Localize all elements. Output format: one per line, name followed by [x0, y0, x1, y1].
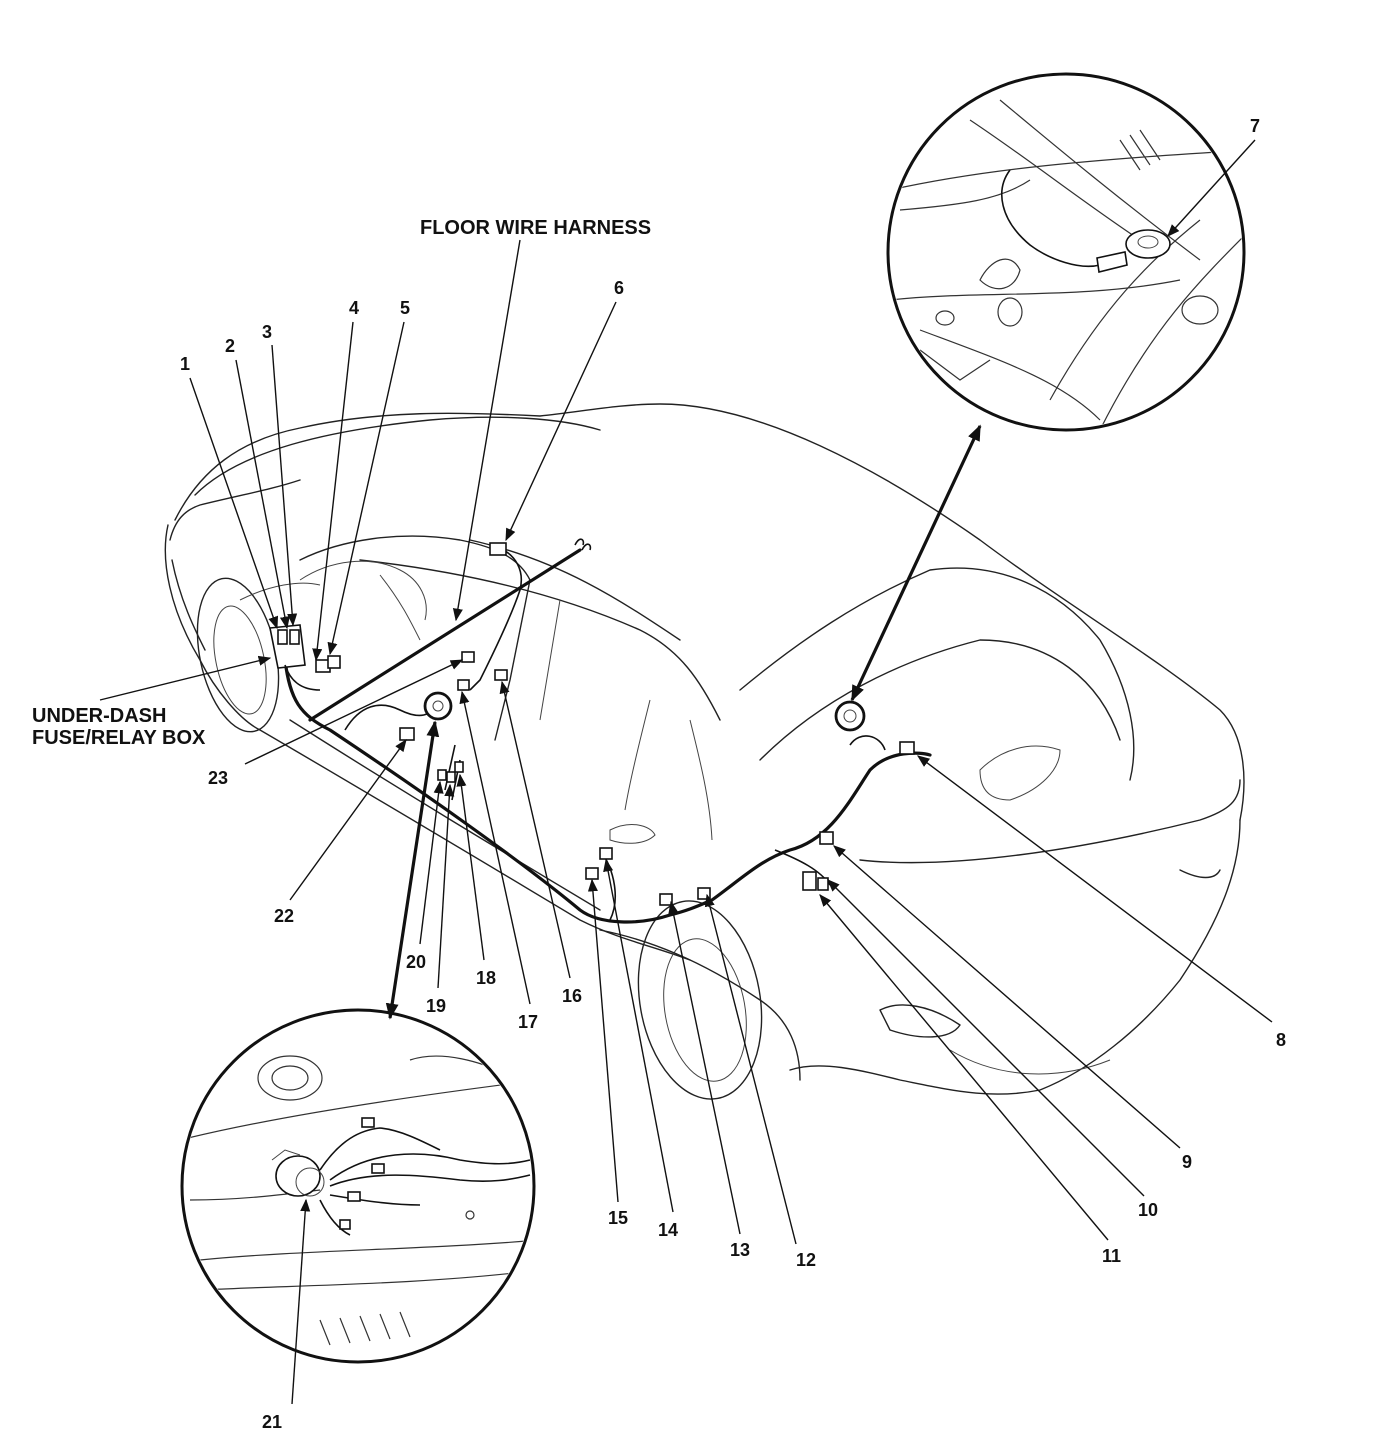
- callout-16: 16: [562, 986, 582, 1006]
- callout-12: 12: [796, 1250, 816, 1270]
- callout-18: 18: [476, 968, 496, 988]
- callout-22: 22: [274, 906, 294, 926]
- callout-11: 11: [1102, 1246, 1121, 1266]
- connector-set: [315, 542, 915, 906]
- callout-leaders: [99, 139, 1273, 1405]
- car-body-outline: [164, 403, 1245, 1100]
- callout-9: 9: [1182, 1152, 1192, 1172]
- inset-detail-7: [886, 72, 1246, 432]
- under-dash-caption-line1: UNDER-DASH: [32, 705, 166, 727]
- inset-detail-21: [180, 1008, 536, 1364]
- callout-23: 23: [208, 768, 228, 788]
- callout-7: 7: [1250, 116, 1260, 136]
- under-dash-fuse-relay-box: [269, 624, 321, 691]
- callout-2: 2: [225, 336, 235, 356]
- callout-20: 20: [406, 952, 426, 972]
- callout-10: 10: [1138, 1200, 1158, 1220]
- callout-5: 5: [400, 298, 410, 318]
- callout-14: 14: [658, 1220, 678, 1240]
- callout-8: 8: [1276, 1030, 1286, 1050]
- ground-terminal-7-location: [834, 700, 866, 732]
- callout-4: 4: [349, 298, 359, 318]
- callout-21: 21: [262, 1412, 282, 1432]
- ground-terminal-21-location: [423, 691, 453, 721]
- floor-wire-harness-caption: FLOOR WIRE HARNESS: [420, 217, 651, 239]
- callout-3: 3: [262, 322, 272, 342]
- callout-15: 15: [608, 1208, 628, 1228]
- callout-17: 17: [518, 1012, 538, 1032]
- callout-1: 1: [180, 354, 190, 374]
- callout-numbers: 1 2 3 4 5 6 7 8 9 10 11 12 13 14 15 16 1…: [180, 116, 1286, 1432]
- callout-19: 19: [426, 996, 446, 1016]
- under-dash-caption-line2: FUSE/RELAY BOX: [32, 727, 206, 749]
- callout-6: 6: [614, 278, 624, 298]
- callout-13: 13: [730, 1240, 750, 1260]
